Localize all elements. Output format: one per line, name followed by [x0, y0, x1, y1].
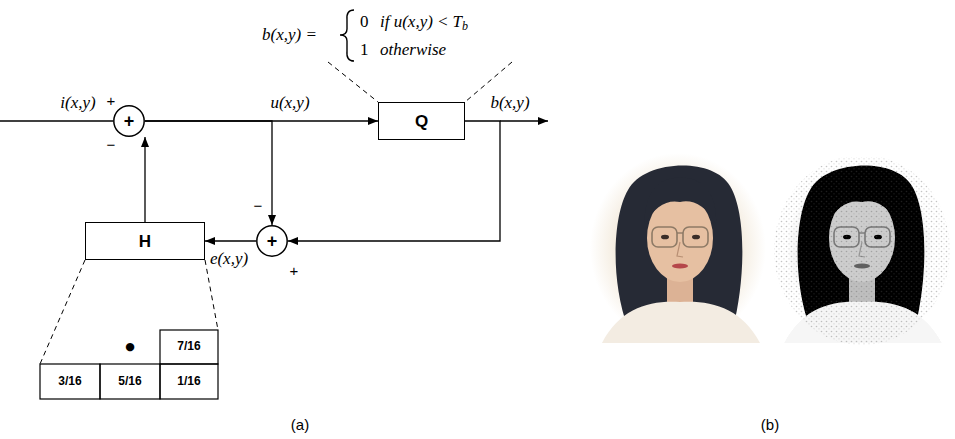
node-text: + [267, 232, 278, 250]
filter-box: H [85, 222, 205, 260]
portrait-photo [590, 153, 766, 343]
equation-text: 0 [360, 13, 369, 32]
sign-label: + [290, 263, 299, 280]
halftone-photo [772, 153, 950, 345]
equation-text: otherwise [380, 41, 446, 60]
equation-brace [340, 10, 354, 61]
equation-text: 1 [360, 41, 369, 60]
signal-connector [205, 240, 256, 241]
node-text: + [124, 112, 135, 130]
input-wire [0, 120, 113, 121]
filter-coefficient: 7/16 [177, 340, 200, 353]
signal-label: i(x,y) [60, 94, 95, 113]
equation-text: if u(x,y) < [380, 13, 449, 32]
output-wire [500, 120, 548, 121]
filter-coefficient: 3/16 [58, 375, 81, 388]
filter-coefficient: 5/16 [118, 375, 141, 388]
node-text: H [139, 233, 151, 250]
quantizer-box: Q [378, 102, 465, 140]
signal-connector [144, 137, 145, 222]
signal-connector [145, 121, 272, 225]
signal-label: e(x,y) [208, 250, 250, 269]
filter-coefficient: 1/16 [177, 375, 200, 388]
filter-table [40, 330, 218, 399]
equation-text: T [453, 13, 462, 32]
current-pixel-dot: ● [125, 341, 135, 353]
node-text: Q [415, 113, 428, 130]
equation-subscript: b [462, 20, 468, 33]
sign-label: − [254, 198, 263, 215]
equation-text: b(x,y) = [262, 26, 317, 45]
panel-label: (b) [761, 417, 779, 434]
signal-label: b(x,y) [490, 94, 529, 113]
summing-junction: + [113, 105, 145, 137]
summing-junction: + [256, 225, 288, 257]
panel-label: (a) [291, 417, 309, 434]
sign-label: − [107, 137, 116, 154]
dashed-leaders [40, 62, 512, 364]
sign-label: + [107, 93, 116, 110]
signal-label: u(x,y) [268, 94, 311, 113]
